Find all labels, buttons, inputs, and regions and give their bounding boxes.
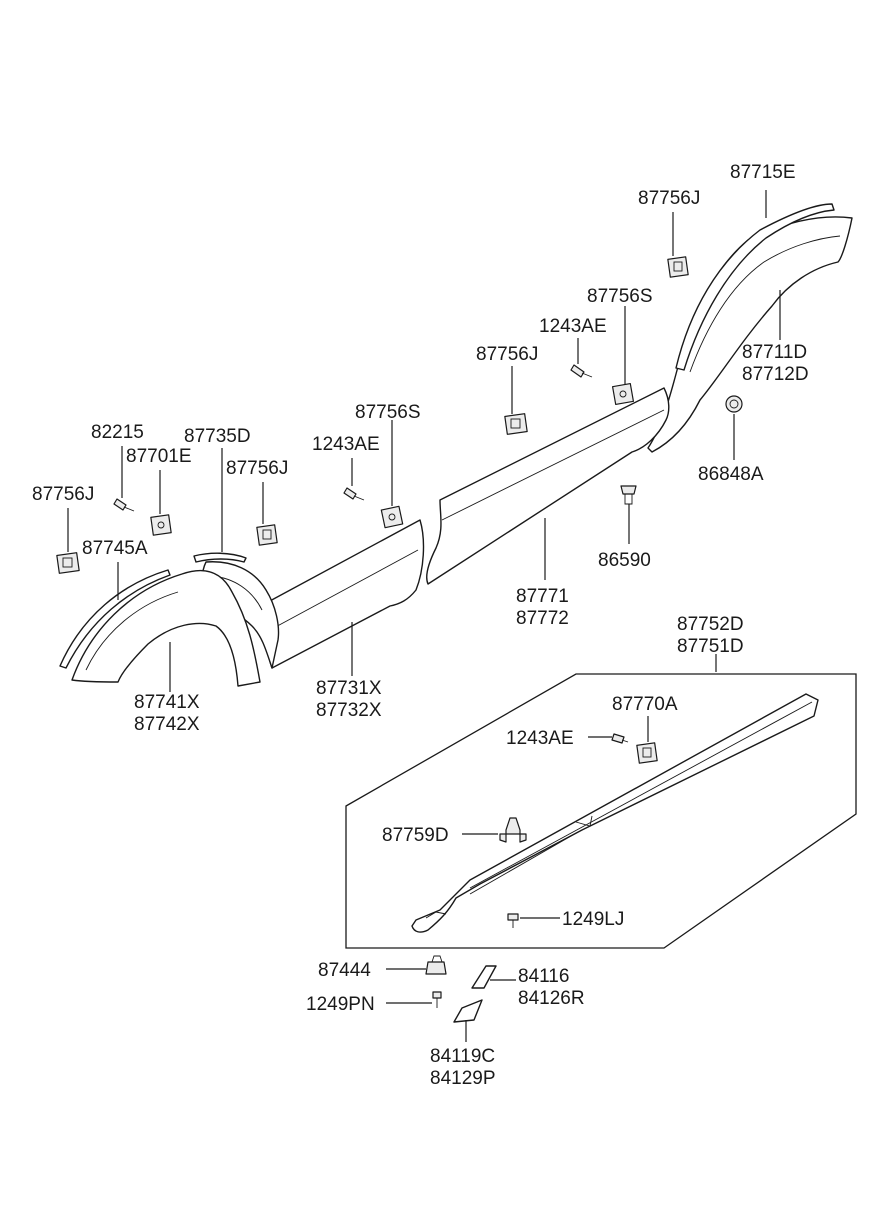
- label-87444: 87444: [318, 960, 371, 981]
- front-arch-trim-strip[interactable]: [59, 569, 171, 669]
- label-87756J-c: 87756J: [226, 458, 288, 479]
- screw-1249PN[interactable]: [432, 991, 442, 1008]
- front-wheel-arch-molding[interactable]: [71, 569, 261, 687]
- label-87770A: 87770A: [612, 694, 678, 715]
- clip-87756J-rear[interactable]: [667, 256, 689, 278]
- label-84129P: 84129P: [430, 1068, 496, 1089]
- sill-molding-assembly-box: [345, 673, 857, 949]
- label-86848A: 86848A: [698, 464, 764, 485]
- clip-87756J-left[interactable]: [56, 552, 80, 574]
- label-87735D: 87735D: [184, 426, 251, 447]
- label-87712D: 87712D: [742, 364, 809, 385]
- label-87731X: 87731X: [316, 678, 382, 699]
- label-87701E: 87701E: [126, 446, 192, 467]
- label-87756S-b: 87756S: [355, 402, 421, 423]
- label-87742X: 87742X: [134, 714, 200, 735]
- label-87745A: 87745A: [82, 538, 148, 559]
- screw-82215[interactable]: [113, 498, 135, 512]
- label-87752D: 87752D: [677, 614, 744, 635]
- screw-1243AE-sill[interactable]: [611, 733, 629, 744]
- label-1243AE-a: 1243AE: [539, 316, 607, 337]
- tape-84119C[interactable]: [453, 999, 483, 1023]
- label-86590: 86590: [598, 550, 651, 571]
- label-87756J-b: 87756J: [476, 344, 538, 365]
- label-87771: 87771: [516, 586, 569, 607]
- label-1243AE-b: 1243AE: [312, 434, 380, 455]
- label-87756J-d: 87756J: [32, 484, 94, 505]
- label-1249LJ: 1249LJ: [562, 909, 624, 930]
- front-door-molding[interactable]: [266, 519, 425, 669]
- label-87759D: 87759D: [382, 825, 449, 846]
- push-pin-86590[interactable]: [620, 485, 637, 505]
- label-84126R: 84126R: [518, 988, 585, 1009]
- label-82215: 82215: [91, 422, 144, 443]
- fender-trim-strip[interactable]: [193, 552, 247, 563]
- tape-84116[interactable]: [471, 965, 497, 989]
- clip-87770A[interactable]: [636, 742, 658, 764]
- nut-87444[interactable]: [425, 955, 447, 975]
- screw-1243AE-front[interactable]: [343, 487, 365, 501]
- label-84116: 84116: [518, 966, 569, 987]
- label-87751D: 87751D: [677, 636, 744, 657]
- clip-87756J-fender[interactable]: [256, 524, 278, 546]
- label-87756J-a: 87756J: [638, 188, 700, 209]
- label-87711D: 87711D: [742, 342, 807, 363]
- label-87756S-a: 87756S: [587, 286, 653, 307]
- label-87732X: 87732X: [316, 700, 382, 721]
- label-87741X: 87741X: [134, 692, 200, 713]
- label-84119C: 84119C: [430, 1046, 495, 1067]
- side-sill-molding[interactable]: [411, 693, 819, 933]
- rear-door-molding[interactable]: [426, 387, 670, 585]
- screw-1249LJ[interactable]: [507, 913, 519, 928]
- rear-arch-trim-strip[interactable]: [675, 203, 835, 371]
- clip-87759D[interactable]: [499, 817, 527, 843]
- nut-86848A[interactable]: [725, 395, 743, 413]
- clip-87756S-front[interactable]: [380, 505, 404, 529]
- label-1243AE-c: 1243AE: [506, 728, 574, 749]
- screw-1243AE-rear[interactable]: [570, 364, 593, 378]
- clip-87701E[interactable]: [150, 514, 172, 536]
- clip-87756S-rear[interactable]: [611, 382, 635, 406]
- label-87715E: 87715E: [730, 162, 796, 183]
- clip-87756J-door[interactable]: [504, 413, 528, 435]
- label-87772: 87772: [516, 608, 569, 629]
- label-1249PN: 1249PN: [306, 994, 375, 1015]
